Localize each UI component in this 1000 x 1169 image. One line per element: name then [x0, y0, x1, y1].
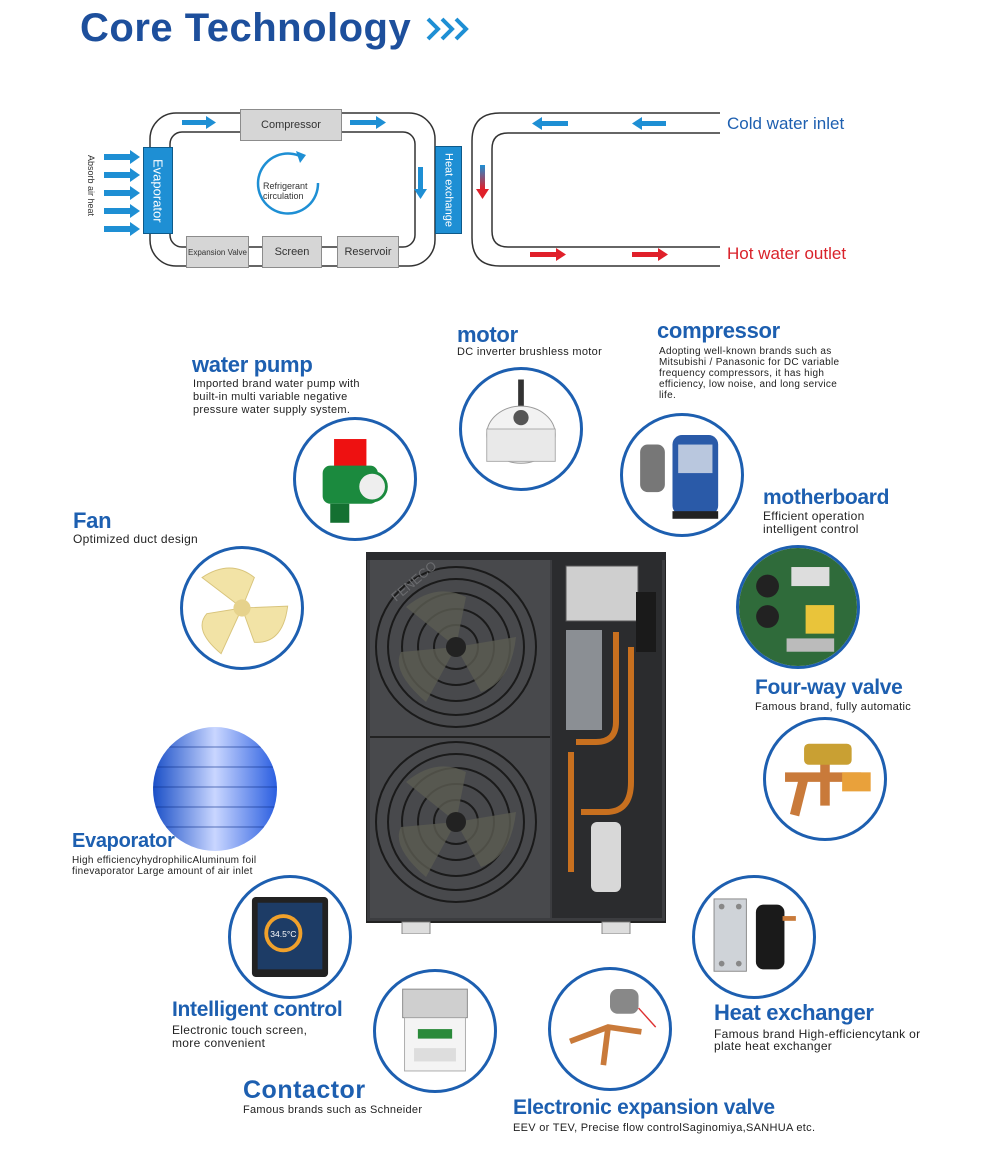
compressor-desc: Adopting well-known brands such as Mitsu…: [659, 346, 839, 401]
eev-title: Electronic expansion valve: [513, 1096, 775, 1119]
refrigerant-flow-diagram: Compressor Evaporator Refrigerant circul…: [0, 95, 1000, 285]
contactor-title: Contactor: [243, 1076, 366, 1104]
eev-desc: EEV or TEV, Precise flow controlSaginomi…: [513, 1122, 816, 1134]
evaporator-box: Evaporator: [143, 147, 173, 234]
absorb-air-heat-text: Absorb air heat: [86, 155, 96, 217]
motor-image: [459, 367, 583, 491]
contactor-desc: Famous brands such as Schneider: [243, 1104, 423, 1116]
fan-title: Fan: [73, 508, 112, 533]
desc-line: built-in multi variable negative: [193, 391, 348, 403]
motherboard-title: motherboard: [763, 486, 890, 509]
four-way-valve-title: Four-way valve: [755, 676, 903, 699]
page-title: Core Technology: [80, 6, 412, 50]
heat-exchange-box: Heat exchange: [435, 146, 462, 234]
expansion-valve-box: Expansion Valve: [186, 236, 249, 268]
intelligent-control-title: Intelligent control: [172, 998, 343, 1021]
compressor-image: [620, 413, 744, 537]
desc-line: Electronic touch screen,: [172, 1023, 308, 1037]
heat-pump-unit: FENECO: [365, 551, 667, 935]
desc-line: frequency compressors, it has high: [659, 368, 825, 379]
hot-water-outlet-label: Hot water outlet: [727, 244, 847, 263]
compressor-box: Compressor: [240, 109, 342, 141]
intelligent-control-image: 34.5°C: [228, 875, 352, 999]
heat-exchanger-title: Heat exchanger: [714, 1000, 874, 1025]
compressor-label: Compressor: [261, 119, 321, 131]
compressor-title: compressor: [657, 318, 780, 343]
motor-desc: DC inverter brushless motor: [457, 346, 603, 358]
cold-water-inlet-label: Cold water inlet: [727, 114, 845, 133]
motherboard-desc: Efficient operation intelligent control: [763, 510, 865, 536]
eev-image: [548, 967, 672, 1091]
heat-exchange-label: Heat exchange: [442, 153, 455, 227]
absorb-air-heat-label: Absorb air heat: [86, 155, 100, 235]
desc-line: Efficient operation: [763, 509, 865, 523]
desc-line: Mitsubishi / Panasonic for DC variable: [659, 357, 840, 368]
desc-line: more convenient: [172, 1036, 266, 1050]
water-pump-image: [293, 417, 417, 541]
desc-line: Adopting well-known brands such as: [659, 346, 832, 357]
desc-line: finevaporator Large amount of air inlet: [72, 866, 253, 877]
circulation-line: circulation: [263, 191, 304, 201]
desc-line: intelligent control: [763, 522, 859, 536]
evaporator-label: Evaporator: [150, 158, 166, 223]
reservoir-label: Reservoir: [344, 246, 392, 258]
desc-line: pressure water supply system.: [193, 404, 351, 416]
refrigerant-circulation-label: Refrigerant circulation: [263, 181, 308, 201]
reservoir-box: Reservoir: [337, 236, 399, 268]
motor-title: motor: [457, 322, 518, 347]
evaporator-title: Evaporator: [72, 830, 175, 852]
screen-box: Screen: [262, 236, 322, 268]
chevrons-right-icon: [426, 17, 469, 41]
four-way-valve-desc: Famous brand, fully automatic: [755, 701, 912, 713]
four-way-valve-image: [763, 717, 887, 841]
desc-line: Imported brand water pump with: [193, 378, 360, 390]
intelligent-control-desc: Electronic touch screen, more convenient: [172, 1024, 307, 1050]
motherboard-image: [736, 545, 860, 669]
expansion-valve-label: Expansion Valve: [188, 247, 247, 257]
evaporator-image: [153, 727, 277, 851]
contactor-image: [373, 969, 497, 1093]
screen-label: Screen: [274, 246, 310, 258]
fan-image: [180, 546, 304, 670]
screen-temperature: 34.5°C: [270, 929, 296, 939]
heat-exchanger-image: [692, 875, 816, 999]
refrigerant-line: Refrigerant: [263, 181, 308, 191]
desc-line: Famous brand High-efficiencytank or: [714, 1027, 921, 1041]
desc-line: High efficiencyhydrophilicAluminum foil: [72, 855, 257, 866]
pipe-loops: [104, 112, 720, 267]
fan-desc: Optimized duct design: [73, 532, 199, 546]
desc-line: efficiency, low noise, and long service: [659, 379, 838, 390]
desc-line: life.: [659, 390, 677, 401]
desc-line: plate heat exchanger: [714, 1039, 833, 1053]
water-pump-desc: Imported brand water pump with built-in …: [193, 378, 360, 417]
evaporator-desc: High efficiencyhydrophilicAluminum foil …: [72, 855, 256, 877]
flow-arrow-icon: [182, 116, 386, 129]
water-pump-title: water pump: [192, 352, 313, 377]
heat-exchanger-desc: Famous brand High-efficiencytank or plat…: [714, 1028, 920, 1052]
